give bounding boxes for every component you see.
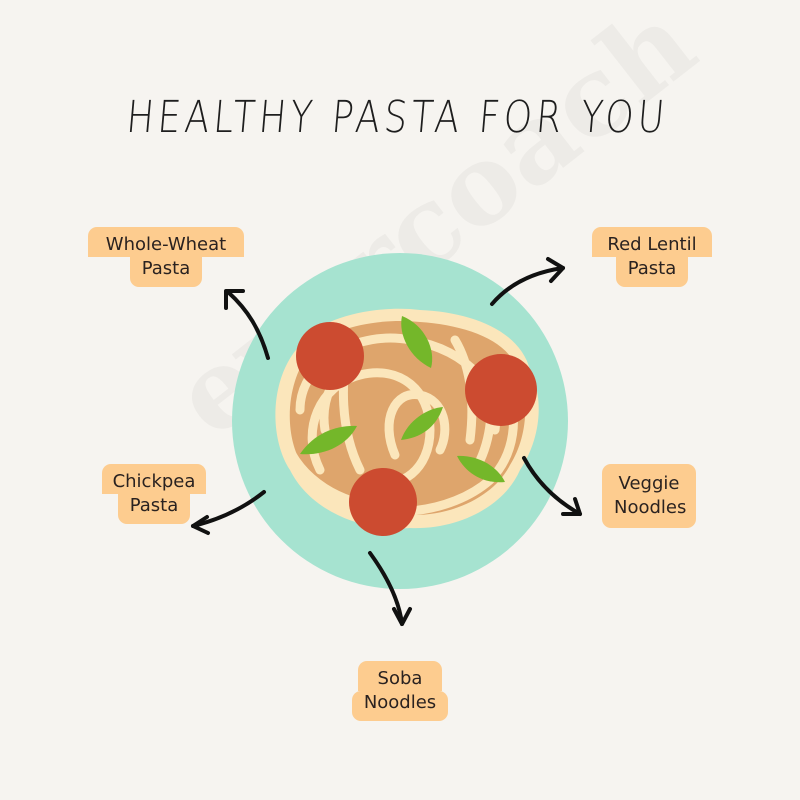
tomato-icon	[349, 468, 417, 536]
label-line-1: Whole-Wheat	[88, 227, 244, 257]
arrow-to-soba-noodles	[368, 551, 412, 626]
arrow-to-whole-wheat	[224, 289, 270, 360]
label-line-1: Veggie	[618, 473, 680, 494]
basil-leaf-icon	[401, 316, 433, 368]
label-line-2: Pasta	[129, 257, 203, 287]
arrow-to-chickpea	[191, 490, 266, 535]
label-line-2: Noodles	[352, 691, 448, 721]
label-line-2: Pasta	[615, 257, 689, 287]
arrow-to-veggie-noodles	[522, 456, 582, 516]
tomato-icon	[465, 354, 537, 426]
option-chickpea-pasta: Chickpea Pasta	[102, 464, 206, 524]
label-line-2: Noodles	[614, 497, 687, 518]
label-line-1: Red Lentil	[592, 227, 712, 257]
tomato-icon	[296, 322, 364, 390]
label-line-1: Soba	[358, 661, 442, 691]
arrow-to-red-lentil	[490, 257, 565, 306]
option-soba-noodles: Soba Noodles	[352, 661, 448, 721]
basil-leaf-icon	[401, 407, 443, 440]
label-line-1: Chickpea	[102, 464, 206, 494]
label-line-2: Pasta	[117, 494, 191, 524]
option-whole-wheat-pasta: Whole-Wheat Pasta	[88, 227, 244, 287]
basil-leaf-icon	[457, 455, 505, 483]
basil-leaf-icon	[300, 425, 357, 455]
option-veggie-noodles: Veggie Noodles	[602, 464, 696, 528]
option-red-lentil-pasta: Red Lentil Pasta	[592, 227, 712, 287]
